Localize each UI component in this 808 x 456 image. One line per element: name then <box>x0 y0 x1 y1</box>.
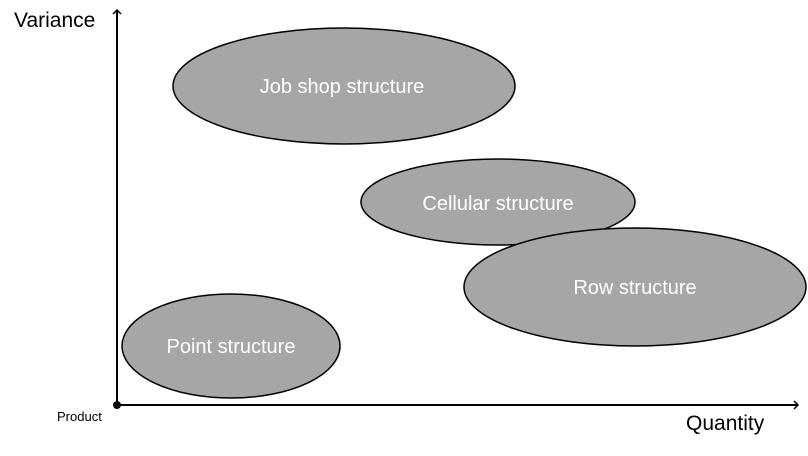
cellular-ellipse-group: Cellular structure <box>360 158 636 246</box>
x-axis-label: Quantity <box>686 412 765 435</box>
row-ellipse <box>463 227 807 347</box>
point-ellipse-group: Point structure <box>121 293 341 399</box>
job-shop-label: Job shop structure <box>260 76 425 98</box>
row-ellipse-group: Row structure <box>463 227 807 347</box>
origin-point <box>113 401 121 409</box>
origin-label: Product <box>57 409 102 424</box>
job-shop-ellipse <box>172 27 516 145</box>
point-label: Point structure <box>167 336 296 358</box>
cellular-label: Cellular structure <box>422 193 573 215</box>
row-label: Row structure <box>573 277 696 299</box>
y-axis-label: Variance <box>14 9 96 32</box>
cellular-ellipse <box>360 158 636 246</box>
job-shop-ellipse-group: Job shop structure <box>172 27 516 145</box>
point-ellipse <box>121 293 341 399</box>
